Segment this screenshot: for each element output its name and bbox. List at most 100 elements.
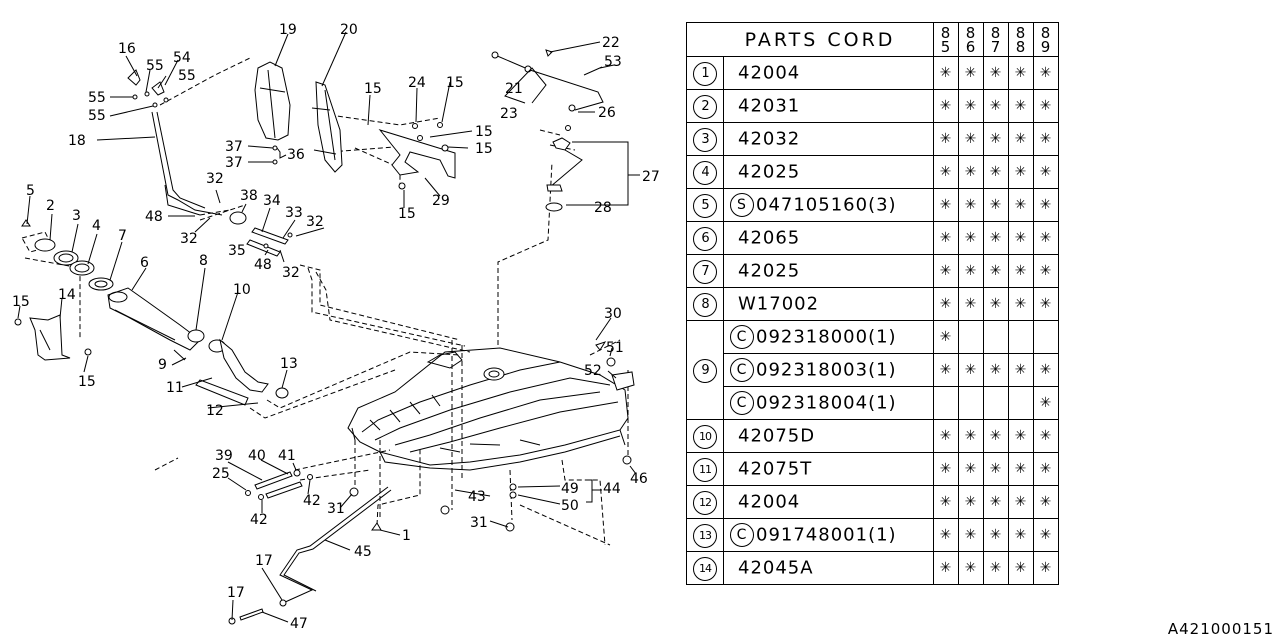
callout-label-42[interactable]: 42 <box>250 512 268 528</box>
callout-label-9[interactable]: 9 <box>158 357 167 373</box>
bracket-20[interactable] <box>311 81 343 173</box>
callout-label-32[interactable]: 32 <box>206 171 224 187</box>
callout-label-7[interactable]: 7 <box>118 228 127 244</box>
callout-label-48[interactable]: 48 <box>254 257 272 273</box>
callout-label-50[interactable]: 50 <box>561 498 579 514</box>
callout-label-10[interactable]: 10 <box>233 282 251 298</box>
callout-label-17[interactable]: 17 <box>227 585 245 601</box>
callout-label-19[interactable]: 19 <box>279 22 297 38</box>
callout-label-17[interactable]: 17 <box>255 553 273 569</box>
callout-label-5[interactable]: 5 <box>26 183 35 199</box>
callout-label-22[interactable]: 22 <box>602 35 620 51</box>
callout-label-31[interactable]: 31 <box>327 501 345 517</box>
callout-label-20[interactable]: 20 <box>340 22 358 38</box>
fuel-tank[interactable] <box>347 347 629 471</box>
callout-label-25[interactable]: 25 <box>212 466 230 482</box>
callout-label-24[interactable]: 24 <box>408 75 426 91</box>
callout-label-27[interactable]: 27 <box>642 169 660 185</box>
callout-label-11[interactable]: 11 <box>166 380 184 396</box>
callout-label-15[interactable]: 15 <box>364 81 382 97</box>
callout-label-13[interactable]: 13 <box>280 356 298 372</box>
callout-label-1[interactable]: 1 <box>402 528 411 544</box>
callout-label-29[interactable]: 29 <box>432 193 450 209</box>
rod-18[interactable] <box>127 69 223 216</box>
callout-label-15[interactable]: 15 <box>475 124 493 140</box>
callout-label-44[interactable]: 44 <box>603 481 621 497</box>
callout-label-28[interactable]: 28 <box>594 200 612 216</box>
callout-label-15[interactable]: 15 <box>12 294 30 310</box>
bracket-14[interactable] <box>14 314 92 361</box>
callout-label-12[interactable]: 12 <box>206 403 224 419</box>
fuel-sender-unit[interactable] <box>491 49 604 212</box>
callout-label-55[interactable]: 55 <box>178 68 196 84</box>
callout-label-47[interactable]: 47 <box>290 616 308 632</box>
callout-label-15[interactable]: 15 <box>78 374 96 390</box>
callout-label-37[interactable]: 37 <box>225 155 243 171</box>
callout-label-4[interactable]: 4 <box>92 218 101 234</box>
callout-label-23[interactable]: 23 <box>500 106 518 122</box>
callout-label-16[interactable]: 16 <box>118 41 136 57</box>
callout-label-2[interactable]: 2 <box>46 198 55 214</box>
callout-label-42[interactable]: 42 <box>303 493 321 509</box>
callout-label-36[interactable]: 36 <box>287 147 305 163</box>
breather-pipe-45[interactable] <box>228 486 392 625</box>
callout-label-21[interactable]: 21 <box>505 81 523 97</box>
callout-label-41[interactable]: 41 <box>278 448 296 464</box>
callout-label-14[interactable]: 14 <box>58 287 76 303</box>
callout-label-26[interactable]: 26 <box>598 105 616 121</box>
callout-label-15[interactable]: 15 <box>475 141 493 157</box>
callout-label-35[interactable]: 35 <box>228 243 246 259</box>
callout-label-33[interactable]: 33 <box>285 205 303 221</box>
cover-19[interactable] <box>254 61 291 165</box>
callout-label-51[interactable]: 51 <box>606 340 624 356</box>
hose-clamps[interactable] <box>229 211 293 257</box>
callout-label-39[interactable]: 39 <box>215 448 233 464</box>
callout-label-32[interactable]: 32 <box>180 231 198 247</box>
callout-label-8[interactable]: 8 <box>199 253 208 269</box>
callout-label-15[interactable]: 15 <box>398 206 416 222</box>
callout-label-45[interactable]: 45 <box>354 544 372 560</box>
callout-label-32[interactable]: 32 <box>306 214 324 230</box>
callout-label-37[interactable]: 37 <box>225 139 243 155</box>
filler-neck-assembly[interactable] <box>107 287 289 406</box>
callout-label-49[interactable]: 49 <box>561 481 579 497</box>
callout-label-32[interactable]: 32 <box>282 265 300 281</box>
lower-hardware[interactable] <box>245 341 635 532</box>
callout-label-38[interactable]: 38 <box>240 188 258 204</box>
callout-label-43[interactable]: 43 <box>468 489 486 505</box>
callout-label-30[interactable]: 30 <box>604 306 622 322</box>
callout-label-52[interactable]: 52 <box>584 363 602 379</box>
callout-label-55[interactable]: 55 <box>146 58 164 74</box>
fuel-cap-parts[interactable] <box>21 219 114 291</box>
callout-label-54[interactable]: 54 <box>173 50 191 66</box>
callout-label-55[interactable]: 55 <box>88 90 106 106</box>
callout-label-46[interactable]: 46 <box>630 471 648 487</box>
callout-label-3[interactable]: 3 <box>72 208 81 224</box>
protector-plate-29[interactable] <box>378 122 456 190</box>
callout-label-15[interactable]: 15 <box>446 75 464 91</box>
callout-label-34[interactable]: 34 <box>263 193 281 209</box>
callout-label-18[interactable]: 18 <box>68 133 86 149</box>
callout-label-6[interactable]: 6 <box>140 255 149 271</box>
callout-label-31[interactable]: 31 <box>470 515 488 531</box>
callout-label-40[interactable]: 40 <box>248 448 266 464</box>
callout-label-53[interactable]: 53 <box>604 54 622 70</box>
callout-label-48[interactable]: 48 <box>145 209 163 225</box>
callout-label-55[interactable]: 55 <box>88 108 106 124</box>
